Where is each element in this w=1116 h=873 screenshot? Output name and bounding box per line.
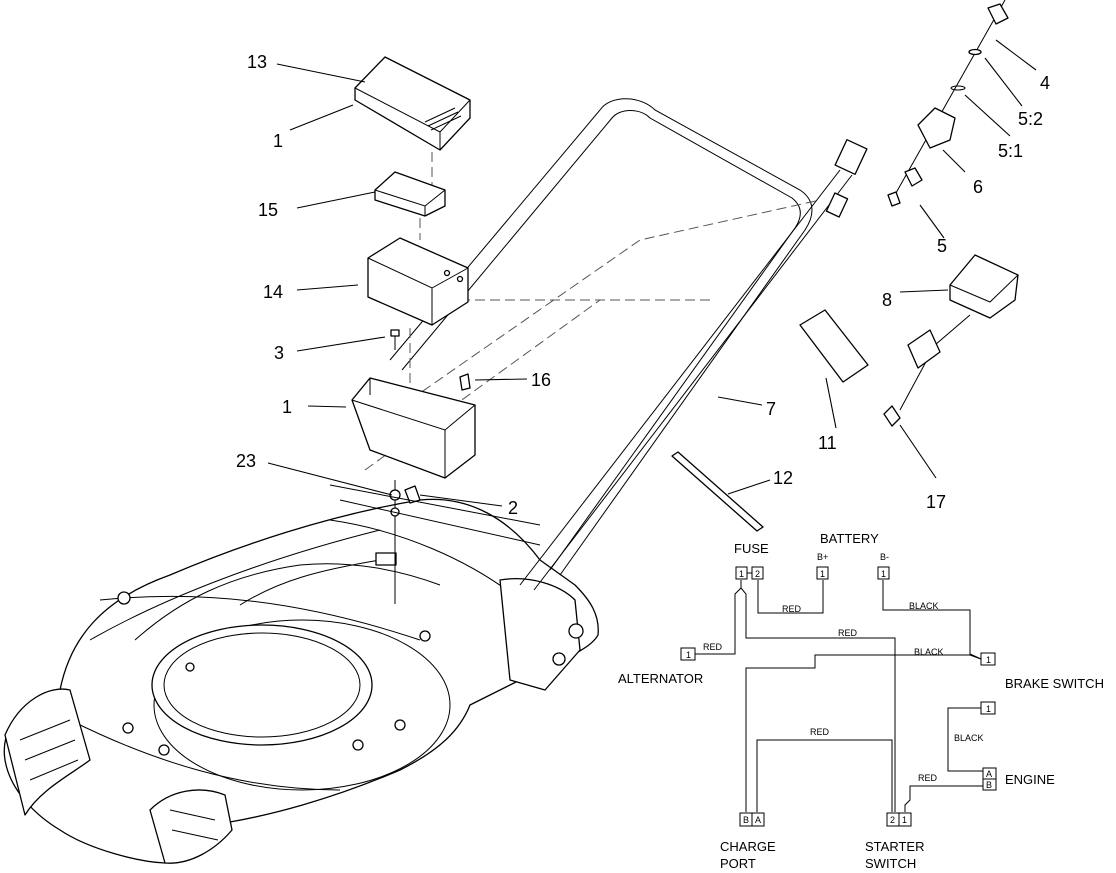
callout-14: 14	[263, 282, 283, 302]
key-switch-parts	[887, 0, 1009, 207]
wire-label-red-engine: RED	[918, 773, 938, 783]
callout-15: 15	[258, 200, 278, 220]
wire-label-black-brake: BLACK	[914, 647, 944, 657]
label-starter-switch-line2: SWITCH	[865, 856, 916, 871]
label-b-plus: B+	[817, 552, 828, 562]
callout-23: 23	[236, 451, 256, 471]
battery-screw	[390, 329, 400, 350]
callout-5: 5	[937, 236, 947, 256]
callout-3: 3	[274, 343, 284, 363]
wire-label-red-alternator: RED	[703, 642, 723, 652]
pin-fuse-2: 2	[755, 569, 760, 579]
label-b-minus: B-	[880, 552, 889, 562]
wire-label-red-charge: RED	[810, 727, 830, 737]
wire-label-black-battery: BLACK	[909, 601, 939, 611]
label-battery: BATTERY	[820, 531, 879, 546]
pin-engine-b: B	[986, 780, 992, 790]
pin-engine-a: A	[986, 769, 992, 779]
decal	[799, 309, 869, 383]
pin-charge-b: B	[743, 815, 749, 825]
callout-7: 7	[766, 399, 776, 419]
label-fuse: FUSE	[734, 541, 769, 556]
callout-17: 17	[926, 492, 946, 512]
pin-starter-1: 1	[902, 815, 907, 825]
pin-brake-1: 1	[986, 655, 991, 665]
pin-bplus-1: 1	[820, 569, 825, 579]
wiring-schematic: 1 2 1 1 1 1 1 A B B A 2 1 RED RED RED BL…	[618, 531, 1104, 871]
charger	[883, 254, 1019, 427]
wire-label-black-engine: BLACK	[954, 733, 984, 743]
callout-1-box: 1	[282, 397, 292, 417]
battery-box	[351, 377, 476, 479]
label-charge-port-line1: CHARGE	[720, 839, 776, 854]
wire-label-red-battery: RED	[782, 604, 802, 614]
pin-charge-a: A	[755, 815, 761, 825]
callout-4: 4	[1040, 73, 1050, 93]
battery-pad	[374, 171, 446, 217]
callout-2: 2	[508, 498, 518, 518]
cable-tie	[671, 451, 764, 532]
pin-starter-2: 2	[890, 815, 895, 825]
mower-deck	[3, 498, 599, 864]
clip	[459, 373, 471, 391]
pin-fuse-1: 1	[739, 569, 744, 579]
wire-label-red-starter: RED	[838, 628, 858, 638]
battery-cover	[354, 56, 471, 151]
handle-assembly	[364, 98, 868, 591]
callout-8: 8	[882, 290, 892, 310]
callout-13: 13	[247, 52, 267, 72]
callout-5-2: 5:2	[1018, 109, 1043, 129]
callout-5-1: 5:1	[998, 141, 1023, 161]
pin-bminus-1: 1	[881, 569, 886, 579]
callout-1-cover: 1	[273, 131, 283, 151]
callout-16: 16	[531, 370, 551, 390]
label-charge-port-line2: PORT	[720, 856, 756, 871]
battery	[367, 237, 469, 326]
leader-lines	[267, 39, 1037, 507]
callout-11: 11	[818, 433, 837, 453]
callout-12: 12	[773, 468, 793, 488]
label-starter-switch-line1: STARTER	[865, 839, 924, 854]
label-alternator: ALTERNATOR	[618, 671, 703, 686]
label-brake-switch: BRAKE SWITCH	[1005, 676, 1104, 691]
callout-numbers: 13 1 15 14 3 16 1 23 2 7 11 12 4 5:2 5:1…	[236, 52, 1050, 518]
callout-6: 6	[973, 177, 983, 197]
label-engine: ENGINE	[1005, 772, 1055, 787]
pin-engine-1: 1	[986, 704, 991, 714]
pin-alt-1: 1	[686, 650, 691, 660]
